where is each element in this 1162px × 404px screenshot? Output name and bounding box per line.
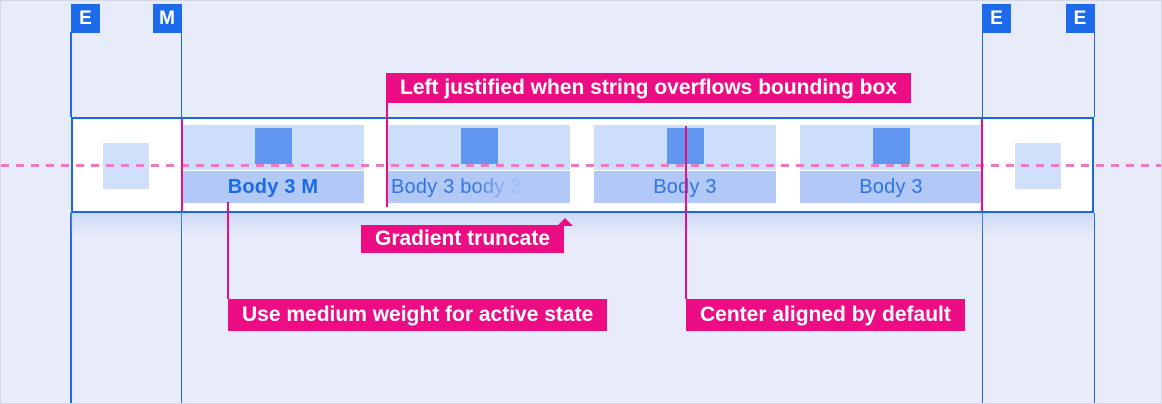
annotation-gradient-truncate: Gradient truncate — [361, 225, 565, 253]
connector-center-aligned — [685, 126, 687, 299]
margin-marker-m-left: M — [152, 4, 182, 33]
margin-marker-e-right-outer: E — [1065, 4, 1095, 33]
guide-line-margin-left — [180, 32, 182, 117]
center-dashed-guide — [1, 164, 1161, 167]
tab-icon-placeholder — [872, 128, 910, 164]
guide-line-margin-right-lower — [981, 213, 983, 403]
annotation-pointer-triangle — [557, 218, 573, 226]
annotation-left-justified: Left justified when string overflows bou… — [386, 73, 911, 103]
content-edge-line-left — [180, 119, 183, 211]
connector-medium-weight — [227, 202, 229, 299]
guide-line-edge-right-lower — [1093, 213, 1095, 403]
tab-label-truncated: Body 3 body 3 b — [388, 171, 570, 203]
tab-label: Body 3 — [800, 171, 982, 203]
annotation-center-aligned: Center aligned by default — [686, 299, 965, 331]
tab-bar-shadow — [71, 213, 1094, 237]
annotation-medium-weight: Use medium weight for active state — [228, 299, 608, 331]
tab-icon-placeholder — [460, 128, 498, 164]
guide-line-edge-left — [70, 32, 72, 117]
guide-line-edge-left-lower — [70, 213, 72, 403]
guide-line-margin-left-lower — [180, 213, 182, 403]
content-edge-line-right — [981, 119, 983, 211]
guide-line-edge-right — [1093, 32, 1095, 117]
margin-marker-e-left: E — [71, 4, 100, 33]
tab-label-active: Body 3 M — [182, 171, 364, 203]
margin-marker-e-right-inner: E — [982, 4, 1011, 33]
tab-icon-placeholder — [254, 128, 292, 164]
guide-line-margin-right — [981, 32, 983, 117]
connector-left-justified — [386, 103, 388, 207]
